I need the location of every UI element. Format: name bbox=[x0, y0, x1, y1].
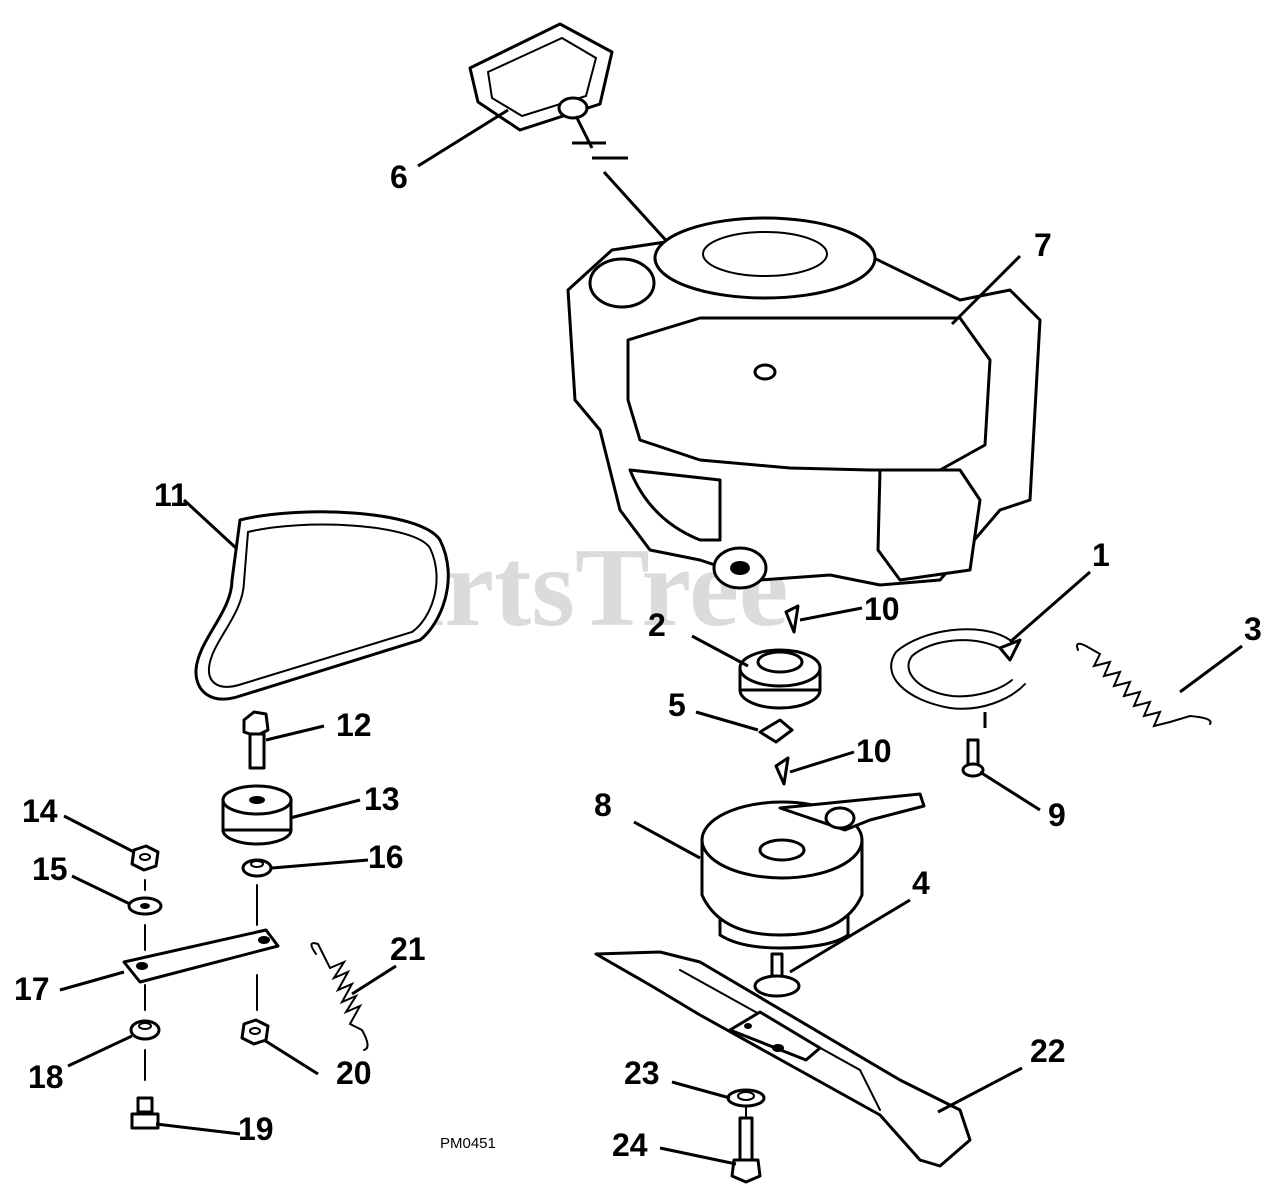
starter-handle-part[interactable] bbox=[468, 22, 702, 280]
nut-14-part[interactable] bbox=[130, 844, 160, 872]
callout-13: 13 bbox=[364, 781, 400, 817]
callout-4: 4 bbox=[912, 865, 930, 901]
key-10-lower-part[interactable] bbox=[774, 756, 790, 786]
callout-12: 12 bbox=[336, 707, 372, 743]
bolt-24-part[interactable] bbox=[730, 1116, 762, 1184]
callout-10-upper: 10 bbox=[864, 591, 900, 627]
blade-22-part[interactable] bbox=[594, 950, 972, 1168]
drawing-code: PM0451 bbox=[440, 1135, 496, 1152]
callout-3: 3 bbox=[1244, 611, 1262, 647]
callout-8: 8 bbox=[594, 787, 612, 823]
callout-14: 14 bbox=[22, 793, 58, 829]
callout-11: 11 bbox=[154, 477, 188, 513]
bolt-12-part[interactable] bbox=[242, 710, 270, 770]
bushing-18-part[interactable] bbox=[129, 1019, 161, 1041]
belt-guide-1-part[interactable] bbox=[890, 628, 1026, 728]
callout-19: 19 bbox=[238, 1111, 274, 1147]
engine-part[interactable] bbox=[566, 216, 1042, 590]
callouts: 1 2 3 4 5 6 7 8 9 10 10 11 12 13 14 15 1… bbox=[14, 159, 1262, 1163]
spring-21-part[interactable] bbox=[310, 942, 369, 1051]
callout-15: 15 bbox=[32, 851, 68, 887]
callout-16: 16 bbox=[368, 839, 404, 875]
callout-2: 2 bbox=[648, 607, 666, 643]
idler-arm-17-part[interactable] bbox=[122, 928, 280, 984]
pulley-13-part[interactable] bbox=[221, 784, 293, 846]
callout-20: 20 bbox=[336, 1055, 372, 1091]
extension-spring-3-part[interactable] bbox=[1076, 642, 1212, 728]
callout-22: 22 bbox=[1030, 1033, 1066, 1069]
blade-adapter-2-part[interactable] bbox=[738, 648, 822, 710]
callout-23: 23 bbox=[624, 1055, 660, 1091]
bolt-4-part[interactable] bbox=[753, 952, 801, 998]
bolt-19-part[interactable] bbox=[130, 1096, 160, 1130]
callout-10-lower: 10 bbox=[856, 733, 892, 769]
callout-5: 5 bbox=[668, 687, 686, 723]
spacer-16-part[interactable] bbox=[241, 858, 273, 878]
callout-9: 9 bbox=[1048, 797, 1066, 833]
leader-lines bbox=[59, 108, 1243, 1166]
key-10-upper-part[interactable] bbox=[784, 604, 800, 634]
callout-21: 21 bbox=[390, 931, 426, 967]
clutch-8-part[interactable] bbox=[700, 792, 926, 950]
screw-9-part[interactable] bbox=[961, 738, 985, 778]
callout-6: 6 bbox=[390, 159, 408, 195]
callout-18: 18 bbox=[28, 1059, 64, 1095]
washer-23-part[interactable] bbox=[726, 1088, 766, 1108]
key-5-part[interactable] bbox=[758, 718, 794, 744]
callout-1: 1 bbox=[1092, 537, 1110, 573]
washer-15-part[interactable] bbox=[127, 896, 163, 916]
belt-part[interactable] bbox=[194, 510, 450, 701]
callout-7: 7 bbox=[1034, 227, 1052, 263]
callout-24: 24 bbox=[612, 1127, 648, 1163]
callout-17: 17 bbox=[14, 971, 50, 1007]
